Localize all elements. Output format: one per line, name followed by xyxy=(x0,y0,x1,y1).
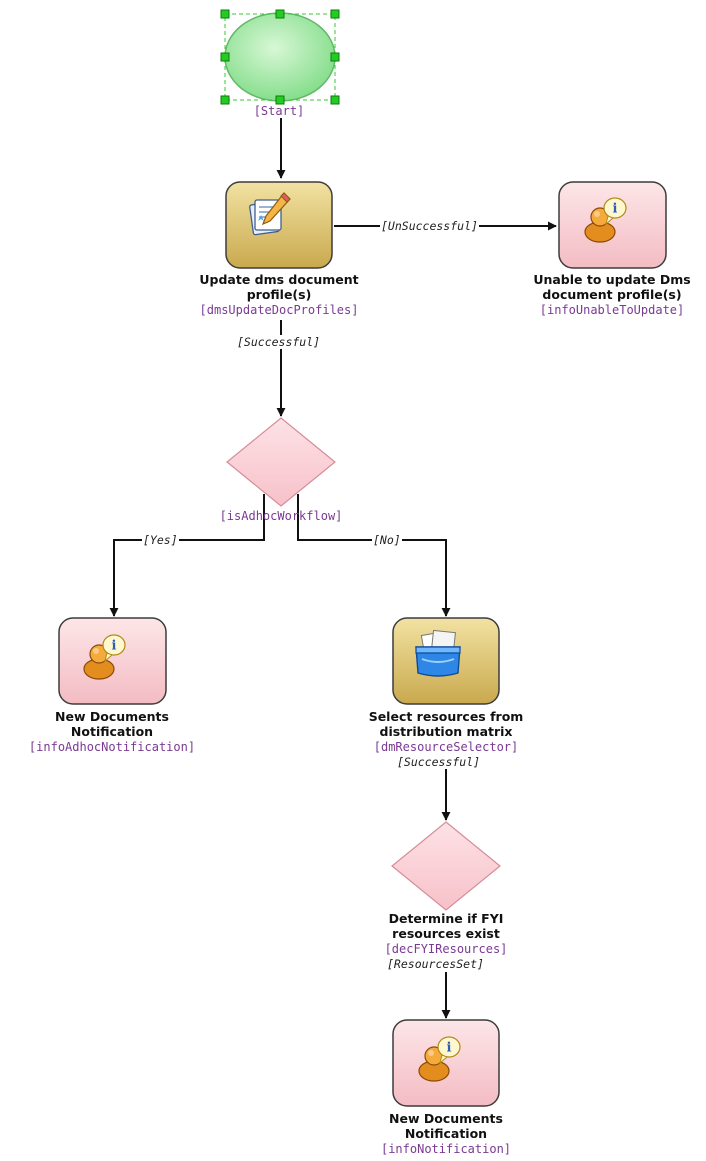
resource-selector-title-line2: distribution matrix xyxy=(379,724,513,739)
edges xyxy=(109,118,557,1019)
adhoc-notification-title-line1: New Documents xyxy=(55,709,169,724)
adhoc-notification-node[interactable] xyxy=(58,617,167,705)
update-activity-node[interactable] xyxy=(225,181,333,269)
unable-title-line1: Unable to update Dms xyxy=(533,272,691,287)
notification-node[interactable] xyxy=(392,1019,500,1107)
notification-title-line2: Notification xyxy=(404,1126,488,1141)
fyi-decision-title-line1: Determine if FYI xyxy=(388,911,504,926)
fyi-decision-identifier: [decFYIResources] xyxy=(384,942,508,956)
adhoc-notification-identifier: [infoAdhocNotification] xyxy=(28,740,196,754)
edge-label-resources-set: [ResourcesSet] xyxy=(386,957,485,971)
adhoc-decision-identifier: [isAdhocWorkflow] xyxy=(219,509,343,523)
selection-handles[interactable] xyxy=(220,9,340,105)
edge-label-yes: [Yes] xyxy=(142,533,179,547)
resource-selector-node[interactable] xyxy=(392,617,500,705)
fyi-decision-node[interactable] xyxy=(391,821,501,911)
start-node[interactable] xyxy=(220,9,340,105)
update-title-line1: Update dms document xyxy=(199,272,359,287)
update-identifier: [dmsUpdateDocProfiles] xyxy=(199,303,359,317)
update-title-line2: profile(s) xyxy=(246,287,312,302)
edge-yes[interactable] xyxy=(109,494,265,617)
unable-identifier: [infoUnableToUpdate] xyxy=(539,303,685,317)
start-label: [Start] xyxy=(253,104,305,118)
resource-selector-title-line1: Select resources from xyxy=(368,709,524,724)
edge-label-successful-2: [Successful] xyxy=(396,755,482,769)
folder-box-icon xyxy=(415,629,461,677)
resource-selector-identifier: [dmResourceSelector] xyxy=(373,740,519,754)
unable-title-line2: document profile(s) xyxy=(542,287,682,302)
edge-label-successful-1: [Successful] xyxy=(236,335,322,349)
adhoc-decision-node[interactable] xyxy=(226,417,336,507)
fyi-decision-title-line2: resources exist xyxy=(392,926,500,941)
unable-info-node[interactable] xyxy=(558,181,667,269)
adhoc-notification-title-line2: Notification xyxy=(70,724,154,739)
notification-title-line1: New Documents xyxy=(389,1111,503,1126)
edge-label-no: [No] xyxy=(372,533,402,547)
notification-identifier: [infoNotification] xyxy=(380,1142,512,1156)
edge-label-unsuccessful: [UnSuccessful] xyxy=(380,219,479,233)
